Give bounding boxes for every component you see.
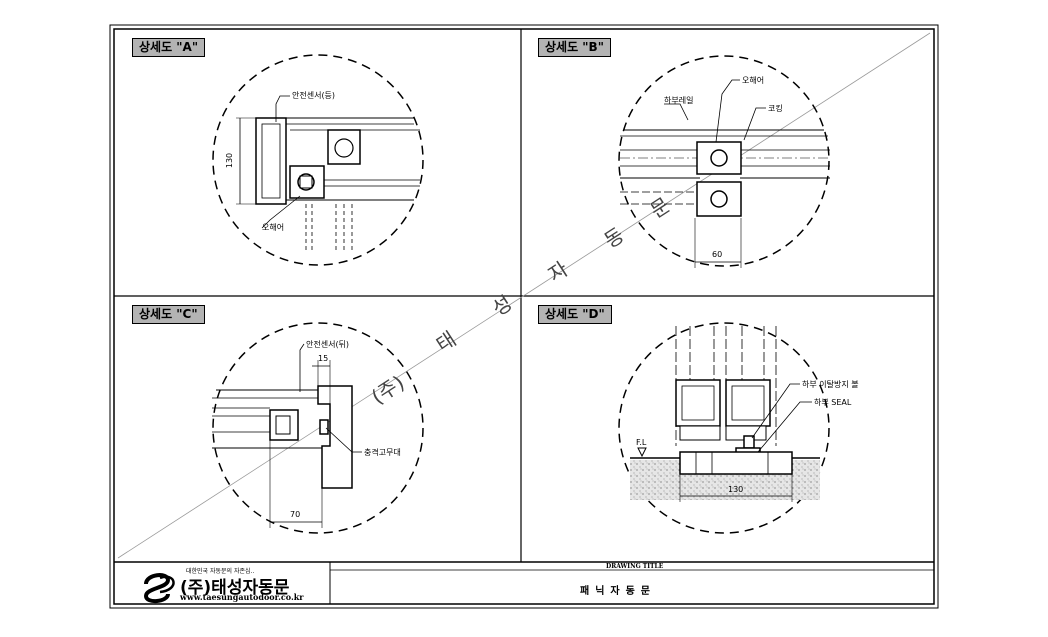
detail-b-lower-block [696,181,742,217]
detail-b-upper-block [696,141,742,175]
detail-b-width-dim: 60 [712,250,723,259]
detail-d-width-dim: 130 [728,485,744,494]
detail-b-upper-wheel [710,149,728,167]
detail-d-left-frame [675,379,721,427]
watermark-diagonal [117,32,931,559]
detail-a-sensor-box [327,129,361,165]
detail-a-height-dim: 130 [225,152,235,169]
detail-a-caster-box [289,165,325,199]
detail-d-fl-symbol [637,447,647,458]
detail-b-circle [618,55,830,267]
detail-d-circle [618,322,830,534]
detail-b-tag: 상세도 "B" [538,38,611,57]
outer-border [109,24,939,609]
detail-c-rubber [319,419,329,435]
drawing-title: 패닉자동문 [580,586,656,597]
detail-a-caster-hub [299,175,313,189]
detail-b-lower-wheel [710,190,728,208]
detail-a-caster-wheel [297,173,315,191]
detail-c-door-edge-inner [275,415,291,435]
detail-c-width-dim: 70 [290,510,301,519]
detail-b-cap-note: 코킹 [768,104,783,113]
detail-d-right-frame-inner [731,385,765,421]
detail-d [618,322,830,534]
detail-b-caster-note: 오해어 [742,76,765,85]
drawing-title-caption: DRAWING TITLE [606,563,664,570]
detail-c-sensor-note: 안전센서(뒤) [306,340,350,349]
detail-a-caster-note: 오해어 [262,223,285,232]
inner-border [113,28,935,605]
company-name: (주)태성자동문 [180,578,290,598]
detail-d-seal-leader [757,401,812,453]
detail-a-caster-leader [261,195,301,229]
detail-a-circle [212,54,424,266]
detail-b [618,55,830,268]
detail-d-stopper-leader [751,383,800,439]
detail-a-sensor-note: 안전센서(등) [292,91,336,100]
company-tagline: 대한민국 자동문의 자존심.. [186,568,255,575]
detail-a-sensor-wheel [334,138,354,158]
detail-c-door-edge [269,409,299,441]
detail-a-tag: 상세도 "A" [132,38,206,57]
company-url: www.taesungautodoor.co.kr [180,592,304,602]
detail-d-seal-note: 하부 SEAL [814,398,852,407]
detail-d-fl-label: F.L [636,438,647,447]
detail-c-rubber-leader [325,427,362,453]
detail-c-rubber-note: 충격고무대 [364,448,401,457]
company-logo-mark [143,573,175,603]
detail-d-stopper-note: 하부 이탈방지 볼 [802,380,859,389]
detail-d-left-bottom [679,425,721,441]
detail-a-frame-inner [261,123,281,199]
detail-c-gap-dim: 15 [318,354,329,363]
detail-c-circle [212,322,424,534]
detail-b-rail-note: 하부레일 [664,96,694,105]
detail-d-right-frame [725,379,771,427]
detail-c-tag: 상세도 "C" [132,305,205,324]
detail-b-cap-leader [743,107,766,141]
detail-d-left-frame-inner [681,385,715,421]
detail-a [212,54,424,266]
detail-b-caster-leader [715,79,740,143]
detail-a-sensor-leader [275,95,290,122]
detail-d-rail-channel [679,451,793,475]
detail-a-frame [255,117,287,205]
detail-c-jamb [317,385,353,489]
detail-c-sensor-leader [299,343,305,392]
detail-c [212,322,424,534]
detail-d-tag: 상세도 "D" [538,305,612,324]
detail-b-rail-leader [664,103,689,121]
